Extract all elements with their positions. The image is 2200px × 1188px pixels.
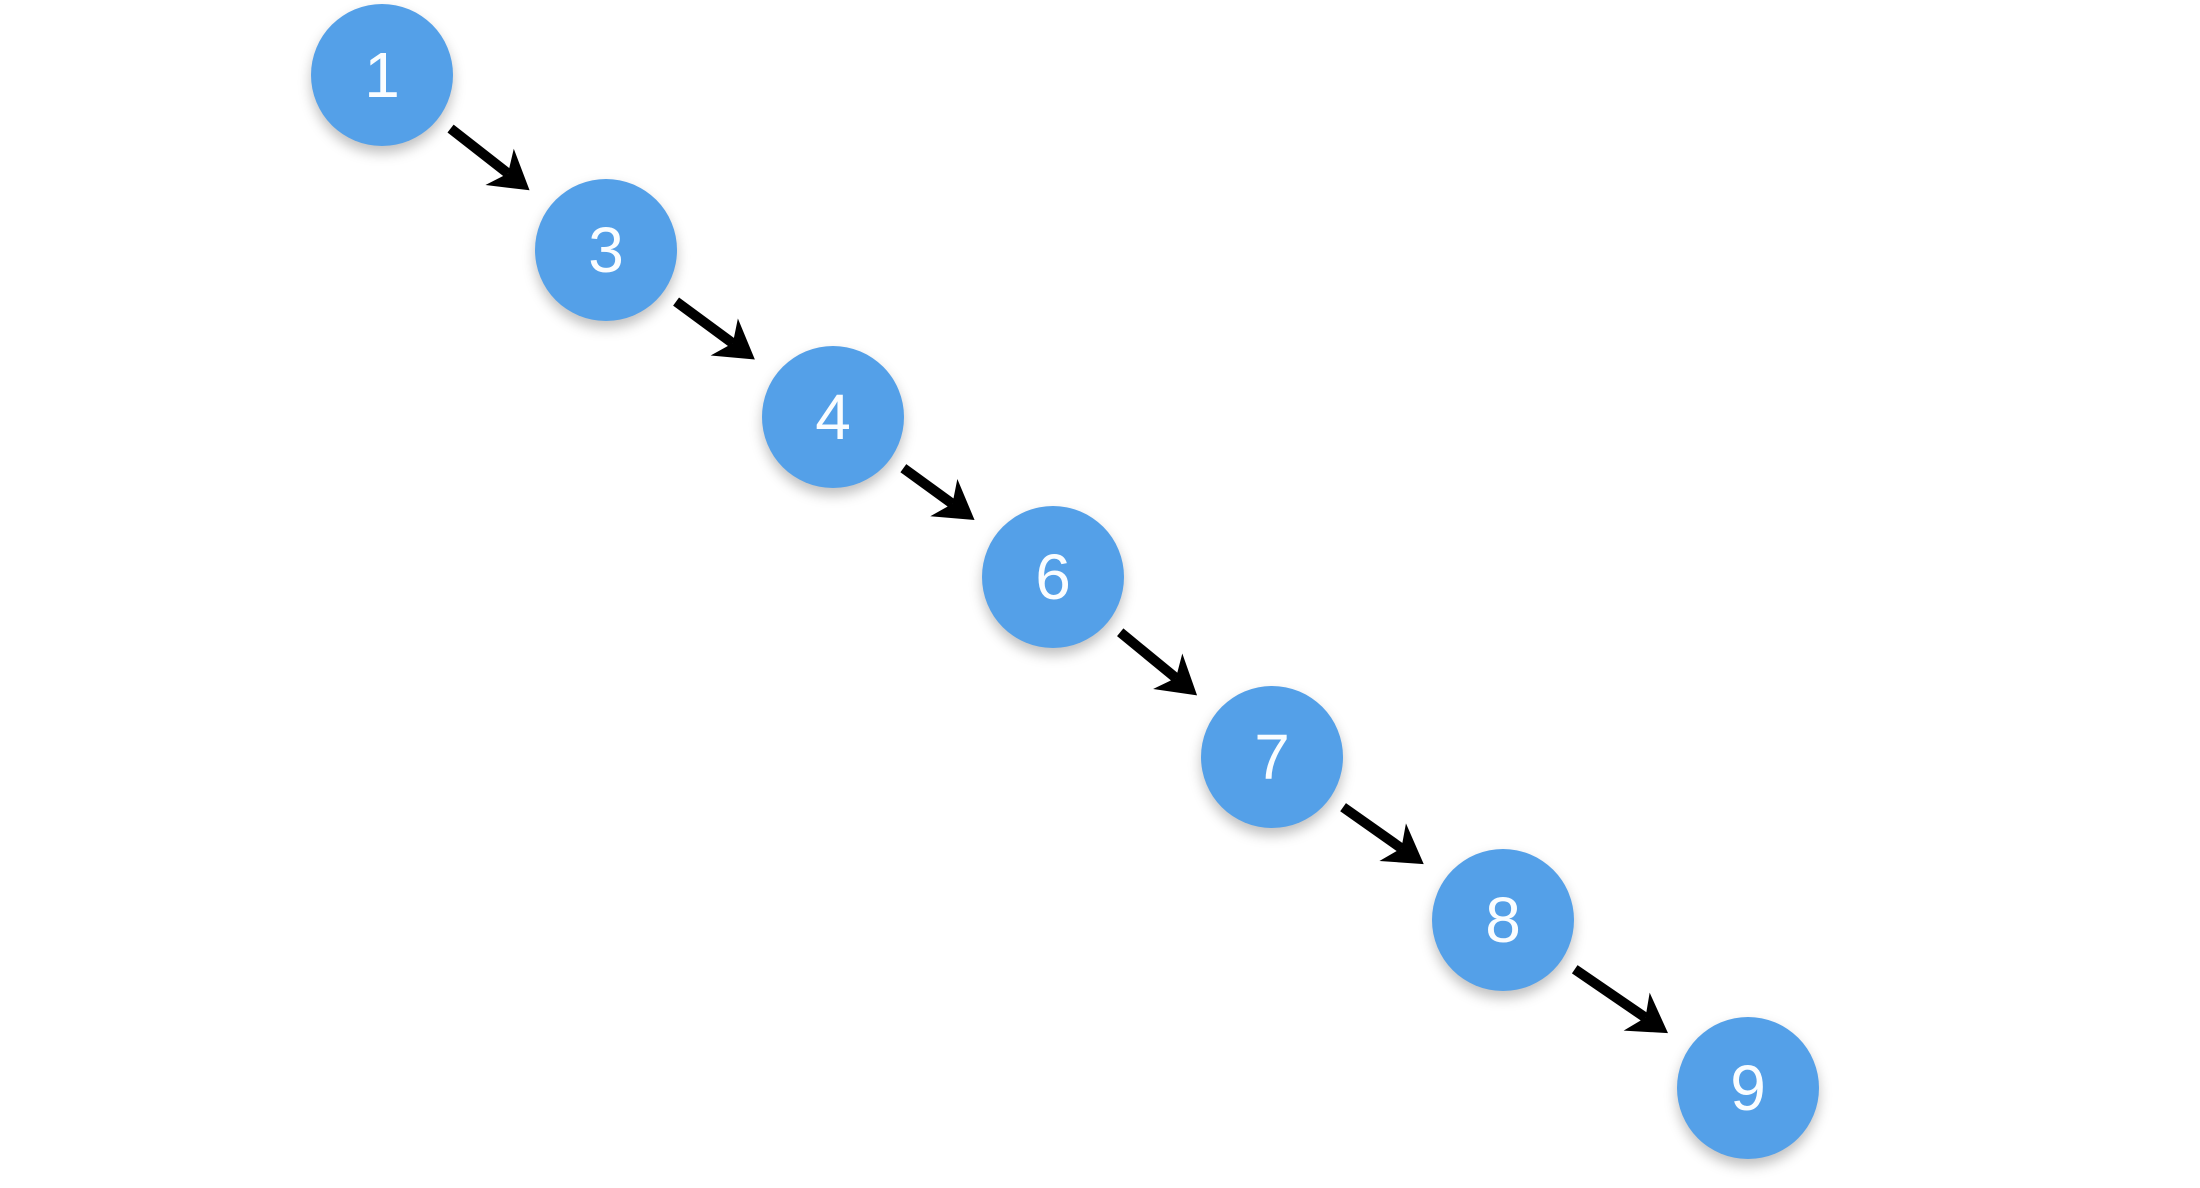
node-label: 1	[364, 39, 400, 111]
edge-arrow-6-7	[1117, 628, 1198, 696]
tree-node-7: 7	[1201, 686, 1343, 828]
node-label: 9	[1730, 1052, 1766, 1124]
node-label: 7	[1254, 721, 1290, 793]
tree-node-4: 4	[762, 346, 904, 488]
node-label: 8	[1485, 884, 1521, 956]
node-label: 4	[815, 381, 851, 453]
tree-node-8: 8	[1432, 849, 1574, 991]
tree-node-3: 3	[535, 179, 677, 321]
edge-arrow-7-8	[1340, 803, 1424, 865]
tree-node-9: 9	[1677, 1017, 1819, 1159]
tree-node-6: 6	[982, 506, 1124, 648]
edge-arrow-3-4	[673, 297, 755, 360]
edge-arrow-4-6	[900, 464, 975, 520]
edge-arrow-8-9	[1571, 965, 1669, 1034]
node-label: 6	[1035, 541, 1071, 613]
tree-node-1: 1	[311, 4, 453, 146]
node-label: 3	[588, 214, 624, 286]
edge-arrow-1-3	[447, 124, 530, 191]
